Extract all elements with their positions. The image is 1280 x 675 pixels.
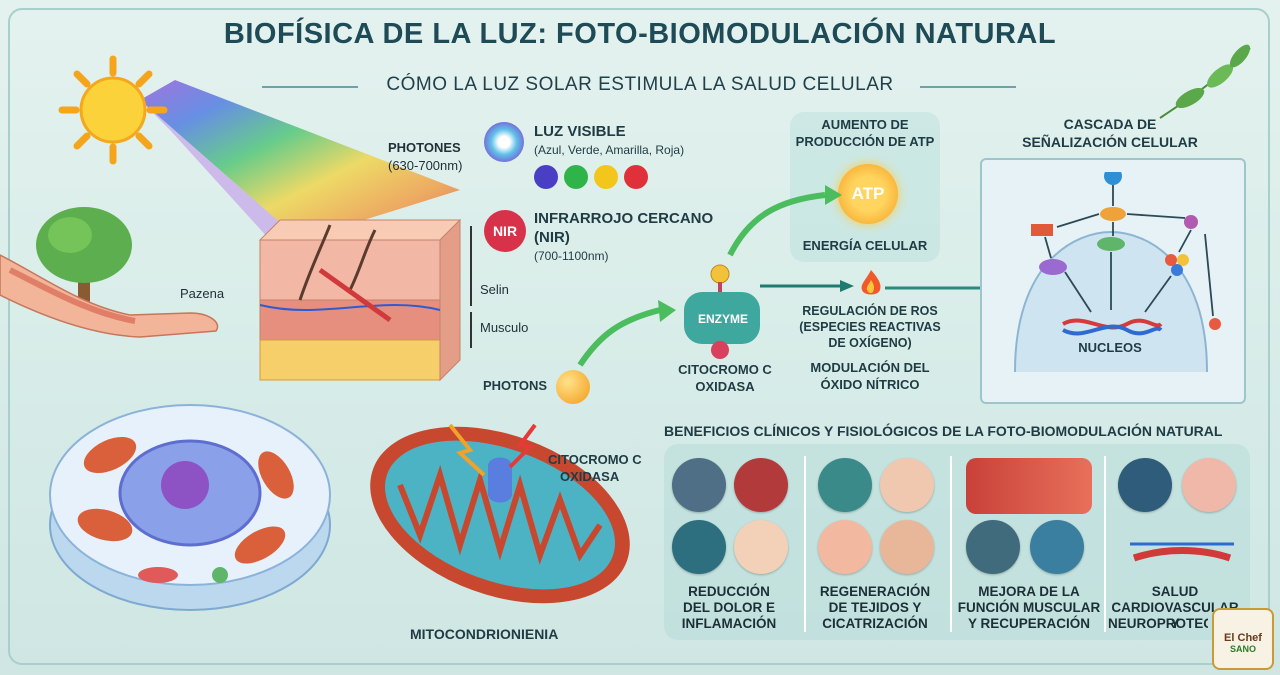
joint-icon: [734, 520, 788, 574]
blood-vessel-icon: [1124, 524, 1240, 570]
visible-title: LUZ VISIBLE: [534, 123, 626, 140]
page-title: BIOFÍSICA DE LA LUZ: FOTO-BIOMODULACIÓN …: [223, 18, 1057, 50]
benefit-3-line-2: FUNCIÓN MUSCULAR: [957, 600, 1101, 615]
decorative-frame: [8, 8, 1270, 665]
flame-icon: [858, 268, 884, 298]
photones-range: (630-700nm): [388, 158, 463, 173]
atp-heading-1: AUMENTO DE: [821, 117, 909, 132]
blue-dot: [534, 165, 558, 189]
logo-line-2: SANO: [1229, 644, 1256, 654]
nir-range: (700-1100nm): [534, 249, 609, 263]
minus-circle-icon: [672, 520, 726, 574]
signaling-diagram: [995, 167, 1227, 382]
skin-layer-icon: [880, 458, 934, 512]
oxido-line-1: MODULACIÓN DEL: [810, 360, 930, 375]
atp-badge: ATP: [838, 164, 898, 224]
photones-label: PHOTONES: [388, 140, 461, 155]
ros-line-3: DE OXÍGENO): [828, 336, 912, 350]
cell-illustration: [40, 385, 340, 615]
mito-caption: MITOCONDRIONIENIA: [410, 626, 559, 642]
selin-label: Selin: [480, 282, 509, 297]
atp-heading-2: PRODUCCIÓN DE ATP: [795, 134, 935, 149]
benefit-3-line-3: Y RECUPERACIÓN: [967, 616, 1091, 631]
benefit-4-line-1: SALUD: [1151, 584, 1199, 599]
ros-line-1: REGULACIÓN DE ROS: [802, 304, 938, 318]
benefit-1-line-2: DEL DOLOR E: [682, 600, 775, 615]
mito-label-2: OXIDASA: [560, 469, 620, 484]
enzyme-name-1: CITOCROMO C: [678, 362, 772, 377]
heart-icon: [1118, 458, 1172, 512]
nir-title-2: (NIR): [534, 229, 570, 246]
photon-orb-icon: [556, 370, 590, 404]
tree-icon: [30, 195, 140, 315]
photons-label: PHOTONS: [483, 378, 548, 393]
divider-1: [804, 456, 806, 632]
cascade-title-2: SEÑALIZACIÓN CELULAR: [1022, 134, 1198, 150]
brand-logo: El Chef SANO: [1212, 608, 1274, 670]
yellow-dot: [594, 165, 618, 189]
enzyme-icon: [678, 262, 768, 362]
subtitle-rule-left: [262, 86, 358, 88]
page-subtitle: CÓMO LA LUZ SOLAR ESTIMULA LA SALUD CELU…: [386, 74, 894, 95]
runner-icon: [1030, 520, 1084, 574]
skin-left-label: Pazena: [180, 286, 225, 301]
nir-badge: NIR: [484, 210, 526, 252]
human-arm-illustration: [0, 235, 230, 345]
benefit-4-line-3: NEUROPROTEC: [1108, 616, 1208, 631]
enzyme-label: ENZYME: [697, 312, 748, 326]
bracket-selin: [470, 226, 472, 306]
ros-line-2: (ESPECIES REACTIVAS: [799, 320, 941, 334]
musculo-label: Musculo: [480, 320, 529, 335]
sun-rays-illustration: [140, 80, 460, 240]
wound-icon: [818, 520, 872, 574]
tissue-fibers-icon: [880, 520, 934, 574]
nir-title: INFRARROJO CERCANO: [534, 210, 714, 227]
knee-joint-icon: [672, 458, 726, 512]
benefit-2-line-1: REGENERACIÓN: [819, 584, 931, 599]
benefit-2-line-3: CICATRIZACIÓN: [822, 616, 928, 631]
visible-light-icon: [484, 122, 524, 162]
benefit-1-line-3: INFLAMACIÓN: [681, 616, 777, 631]
oxido-line-2: ÓXIDO NÍTRICO: [820, 377, 920, 392]
benefit-4-line-2: CARDIOVASCULAR Y: [1111, 600, 1239, 631]
green-dot: [564, 165, 588, 189]
nucleus-label: NUCLEOS: [1078, 340, 1142, 355]
logo-line-1: El Chef: [1224, 632, 1262, 644]
divider-2: [950, 456, 952, 632]
muscle-fiber-icon: [734, 458, 788, 512]
dumbbell-icon: [966, 520, 1020, 574]
atp-caption: ENERGÍA CELULAR: [802, 238, 928, 253]
benefit-3-line-1: MEJORA DE LA: [978, 584, 1080, 599]
divider-3: [1104, 456, 1106, 632]
cascade-title-1: CASCADA DE: [1063, 116, 1157, 132]
enzyme-name-2: OXIDASA: [695, 379, 755, 394]
benefit-1-line-1: REDUCCIÓN: [688, 584, 770, 599]
mitochondrion-illustration: [360, 405, 640, 615]
muscle-fibers-icon: [966, 458, 1092, 514]
brain-icon: [1182, 458, 1236, 512]
visible-desc: (Azul, Verde, Amarilla, Roja): [534, 143, 685, 157]
mito-label-1: CITOCROMO C: [548, 452, 642, 467]
subtitle-rule-right: [920, 86, 1016, 88]
benefits-title: BENEFICIOS CLÍNICOS Y FISIOLÓGICOS DE LA…: [664, 423, 1223, 439]
benefit-2-line-2: DE TEJIDOS Y: [828, 600, 922, 615]
leaves-icon: [1150, 38, 1260, 128]
red-dot: [624, 165, 648, 189]
sun-icon: [58, 55, 168, 165]
skin-layers-illustration: [240, 210, 470, 390]
bracket-musculo: [470, 312, 472, 348]
cell-regeneration-icon: [818, 458, 872, 512]
